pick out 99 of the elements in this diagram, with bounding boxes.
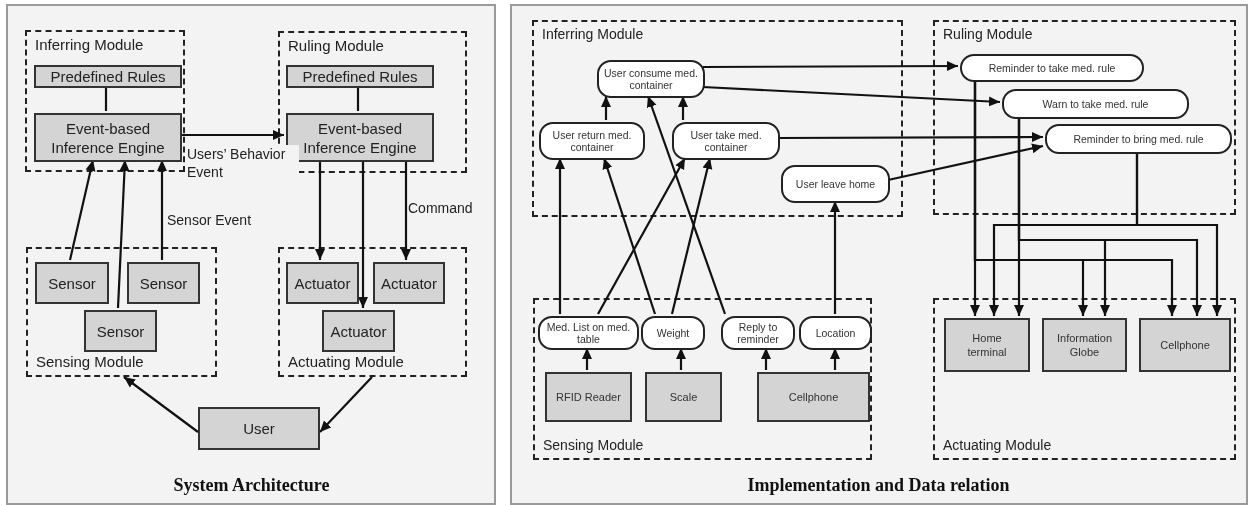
rounded-node	[799, 316, 872, 350]
node-label: User leave home	[795, 178, 876, 190]
rounded-node	[721, 316, 795, 350]
arrow	[157, 160, 167, 260]
arrow	[401, 160, 411, 260]
node-label: Cellphone	[1160, 338, 1210, 352]
arrow	[597, 157, 686, 315]
device-box	[944, 318, 1030, 372]
node-label: Warn to take med. rule	[1042, 98, 1149, 110]
rounded-node	[1045, 124, 1232, 154]
node-label: Sensor	[48, 273, 96, 293]
arrow	[778, 132, 1043, 143]
device-box	[757, 372, 870, 422]
arrow	[646, 95, 727, 315]
panel-caption: Implementation and Data relation	[746, 474, 1011, 497]
arrow	[315, 160, 325, 260]
device-box	[1139, 318, 1231, 372]
module-frame	[933, 298, 1236, 460]
module-label: Sensing Module	[543, 436, 644, 455]
module-label: Inferring Module	[35, 35, 144, 55]
arrow	[830, 201, 840, 314]
rounded-node	[1002, 89, 1189, 119]
arrow	[555, 158, 565, 314]
node-label: Predefined Rules	[50, 67, 166, 86]
rounded-node	[539, 122, 645, 160]
module-label: Inferring Module	[542, 25, 644, 44]
arrow	[358, 160, 368, 308]
arrow	[602, 157, 657, 315]
node-label: User	[243, 419, 275, 438]
node-label: Reminder to take med. rule	[988, 62, 1116, 74]
module-label: Ruling Module	[943, 25, 1033, 44]
node-label: Med. List on med. table	[545, 321, 632, 345]
node-label: User consume med. container	[603, 67, 699, 91]
node-label: Weight	[656, 327, 690, 339]
node-label: Actuator	[330, 321, 387, 341]
node-label: Actuator	[294, 273, 351, 293]
arrow	[702, 85, 1001, 107]
connector-line	[356, 86, 360, 111]
arrow	[703, 61, 958, 72]
node-label: Reminder to bring med. rule	[1073, 133, 1204, 145]
node-label: Actuator	[381, 273, 437, 293]
node-label: Home terminal	[966, 331, 1008, 359]
node-label: Predefined Rules	[302, 67, 418, 86]
node-label: Event-based Inference Engine	[302, 118, 418, 157]
process-box	[84, 310, 157, 352]
arrow	[123, 376, 199, 433]
arrow	[761, 348, 771, 370]
arrow	[830, 348, 840, 370]
panel-caption: System Architecture	[172, 474, 331, 497]
rounded-node	[672, 122, 780, 160]
process-box	[286, 65, 434, 88]
process-box	[198, 407, 320, 450]
node-label: Sensor	[139, 273, 188, 293]
arrow	[676, 348, 686, 370]
rounded-node	[597, 60, 705, 98]
node-label: Sensor	[96, 321, 145, 341]
node-label: RFID Reader	[556, 390, 621, 404]
process-box	[34, 65, 182, 88]
arrow	[973, 80, 1177, 316]
rounded-node	[781, 165, 890, 203]
module-frame	[25, 30, 185, 172]
node-label: User take med. container	[689, 129, 763, 153]
rounded-node	[960, 54, 1144, 82]
arrow	[319, 376, 373, 433]
process-box	[286, 113, 434, 162]
module-frame	[533, 298, 872, 460]
node-label: Event-based Inference Engine	[50, 118, 166, 157]
process-box	[127, 262, 200, 304]
arrow	[678, 96, 688, 120]
module-frame	[26, 247, 217, 377]
module-frame	[278, 247, 467, 377]
process-box	[373, 262, 445, 304]
node-label: Information Globe	[1056, 331, 1113, 359]
arrow	[601, 96, 611, 120]
process-box	[286, 262, 359, 304]
device-box	[545, 372, 632, 422]
node-label: Location	[815, 327, 856, 339]
connector-line	[104, 86, 108, 111]
arrow	[670, 157, 713, 315]
node-label: Reply to reminder	[736, 321, 780, 345]
module-label: Ruling Module	[288, 36, 384, 56]
rounded-node	[641, 316, 705, 350]
device-box	[645, 372, 722, 422]
module-frame	[532, 20, 903, 217]
module-frame	[933, 20, 1236, 215]
module-label: Sensing Module	[36, 351, 144, 372]
arrow	[582, 348, 592, 370]
node-label: User return med. container	[551, 129, 633, 153]
arrow	[1017, 117, 1202, 316]
arrow	[1135, 152, 1222, 316]
process-box	[35, 262, 109, 304]
rounded-node	[538, 316, 639, 350]
process-box	[34, 113, 182, 162]
device-box	[1042, 318, 1127, 372]
module-label: Actuating Module	[288, 351, 404, 372]
module-label: Actuating Module	[943, 436, 1052, 455]
node-label: Scale	[669, 390, 698, 404]
node-label: Cellphone	[788, 390, 839, 404]
process-box	[322, 310, 395, 352]
